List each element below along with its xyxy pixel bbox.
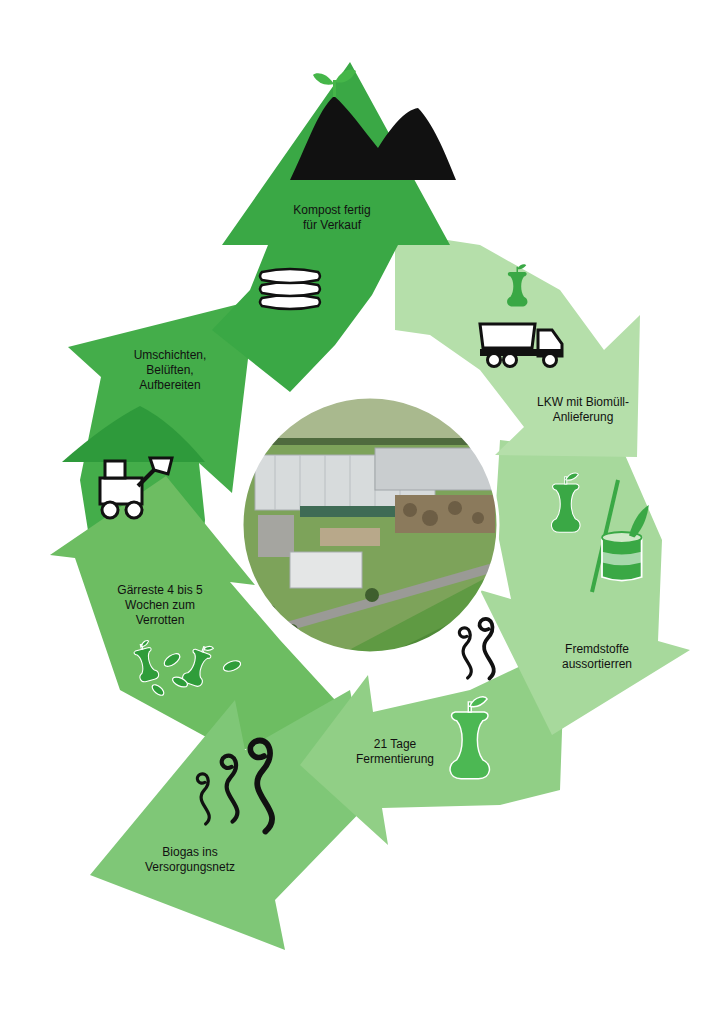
arrow-shape (480, 440, 690, 735)
photo-parking (258, 515, 294, 557)
compost-heap-icon (62, 406, 205, 462)
photo-hall-roof (255, 455, 435, 510)
apple-core-icon (131, 640, 160, 683)
truck-wheel (504, 354, 517, 367)
photo-tree (286, 624, 298, 636)
arrow-outline (395, 232, 640, 457)
gas-swirl-icon (197, 774, 209, 824)
arrow-text-block: Gärreste 4 bis 5 Wochen zum Verrotten (115, 583, 205, 628)
arrow-outline (50, 476, 335, 750)
photo-compost-pile (472, 512, 484, 524)
loader-wheel (126, 502, 142, 518)
truck-bed (480, 324, 535, 348)
truck-chassis (480, 349, 562, 356)
sack-icon (260, 282, 320, 296)
photo-far-fields (230, 390, 520, 442)
process-arrow: Fremdstoffe aussortierren (480, 440, 690, 735)
arrow-text-block: Kompost fertig für Verkauf (286, 203, 378, 233)
photo-field (330, 560, 520, 660)
apple-core-icon (181, 641, 215, 688)
arrow-shape (50, 476, 335, 750)
photo-tree (260, 604, 276, 620)
arrow-text-block: LKW mit Biomüll-Anlieferung (533, 395, 633, 425)
photo-hall-roof (375, 448, 495, 490)
photo-compost-pile (403, 503, 417, 517)
gas-swirl-icon (250, 741, 272, 832)
process-arrow: Kompost fertig für Verkauf (212, 62, 450, 392)
apple-core-icon (450, 697, 489, 779)
separator-slash (592, 480, 618, 592)
apple-core-icon (507, 264, 527, 306)
loader-body (100, 478, 142, 504)
can-body (602, 537, 642, 580)
photo-compost-yard (395, 495, 495, 533)
photo-hall-wall (300, 506, 420, 517)
can-leaf (629, 505, 649, 537)
photo-road (240, 560, 520, 640)
process-arrow: LKW mit Biomüll-Anlieferung (395, 232, 640, 457)
photo-compost-pile (422, 510, 438, 526)
gas-swirl-icon (480, 619, 494, 679)
photo-office (290, 552, 362, 588)
photo-tree (241, 591, 259, 609)
sprout-icon (335, 69, 356, 82)
step-label: Biogas ins Versorgungsnetz (140, 845, 240, 875)
leaf-icon (150, 683, 165, 697)
sack-icon (260, 295, 320, 309)
arrow-outline (480, 440, 690, 735)
photo-ground (230, 390, 520, 660)
photo-yard (320, 528, 380, 546)
loader-wheel (102, 502, 118, 518)
gas-swirl-icon (222, 756, 238, 822)
wheel-loader-icon (100, 458, 172, 518)
arrow-text-block: Umschichten, Belüften, Aufbereiten (130, 348, 210, 393)
truck-wheel (488, 354, 501, 367)
sprout-icon (313, 73, 334, 84)
can-top (602, 532, 642, 543)
arrow-outline (212, 62, 450, 392)
step-label: LKW mit Biomüll-Anlieferung (533, 395, 633, 425)
leaf-icon (162, 651, 182, 669)
gas-swirl-icon (459, 628, 471, 678)
loader-bucket (150, 458, 172, 474)
photo-compost-pile (448, 501, 462, 515)
photo-tree (365, 588, 379, 602)
step-label: Umschichten, Belüften, Aufbereiten (130, 348, 210, 393)
apple-core-icon (551, 473, 580, 532)
step-label: Kompost fertig für Verkauf (286, 203, 378, 233)
leaf-icon (222, 659, 242, 674)
truck-cab (538, 330, 562, 356)
photo-tree-line (230, 438, 520, 445)
plant-photo (230, 390, 520, 660)
photo-field-rows (380, 590, 520, 660)
process-arrow: Gärreste 4 bis 5 Wochen zum Verrotten (50, 476, 335, 750)
sprout-icon (333, 80, 336, 97)
arrow-text-block: 21 Tage Fermentierung (350, 737, 440, 767)
step-label: 21 Tage Fermentierung (350, 737, 440, 767)
loader-arm (138, 466, 158, 486)
truck-icon (480, 324, 562, 367)
sack-icon (260, 269, 320, 283)
loader-cab (105, 461, 125, 478)
can-label (602, 552, 642, 566)
can-icon (602, 505, 649, 581)
step-label: Gärreste 4 bis 5 Wochen zum Verrotten (115, 583, 205, 628)
step-label: Fremdstoffe aussortierren (554, 642, 640, 672)
leaf-icon (171, 675, 189, 689)
compost-hills-icon (290, 96, 456, 180)
photo-roof-lines (275, 455, 400, 510)
photo-frame (242, 397, 498, 653)
arrow-text-block: Biogas ins Versorgungsnetz (140, 845, 240, 875)
truck-wheel (544, 354, 557, 367)
arrow-text-block: Fremdstoffe aussortierren (554, 642, 640, 672)
